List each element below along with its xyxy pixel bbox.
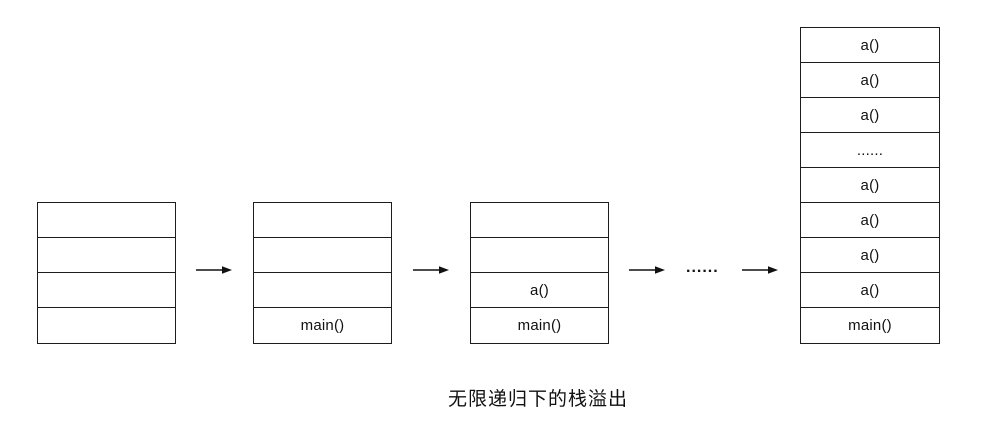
stack-frame-row: main() [517,317,562,334]
stack-frame-row: a() [801,238,939,273]
stack-frame-row: main() [300,317,345,334]
stack-frame-row: a() [471,273,608,308]
stack-frame-row [471,203,608,238]
stack-frame-row [38,203,175,238]
call-stack-1 [37,202,176,344]
stack-frame-row: a() [801,203,939,238]
stack-frame-row [38,308,175,343]
arrow-right-icon [742,266,778,274]
stack-frame-row: main() [848,317,892,334]
call-stack-4-overflow: a() a() a() ...... a() a() a() a() main(… [800,27,940,344]
call-stack-3: a() main() [470,202,609,344]
stack-frame-row [471,238,608,273]
stack-frame-row [254,203,391,238]
stack-frame-row: a() [801,28,939,63]
stack-frame-row [38,238,175,273]
arrow-right-icon [413,266,449,274]
stack-frame-row [38,273,175,308]
stack-frame-row: a() [801,168,939,203]
diagram-caption: 无限递归下的栈溢出 [447,389,629,410]
ellipsis-text: ...... [686,259,719,276]
stack-frame-row [254,273,391,308]
stack-frame-row: a() [801,273,939,308]
arrow-right-icon [629,266,665,274]
arrow-right-icon [196,266,232,274]
stack-frame-row: ...... [801,133,939,168]
stack-frame-row [254,238,391,273]
call-stack-2: main() [253,202,392,344]
stack-frame-row: a() [801,63,939,98]
stack-frame-row: a() [801,98,939,133]
